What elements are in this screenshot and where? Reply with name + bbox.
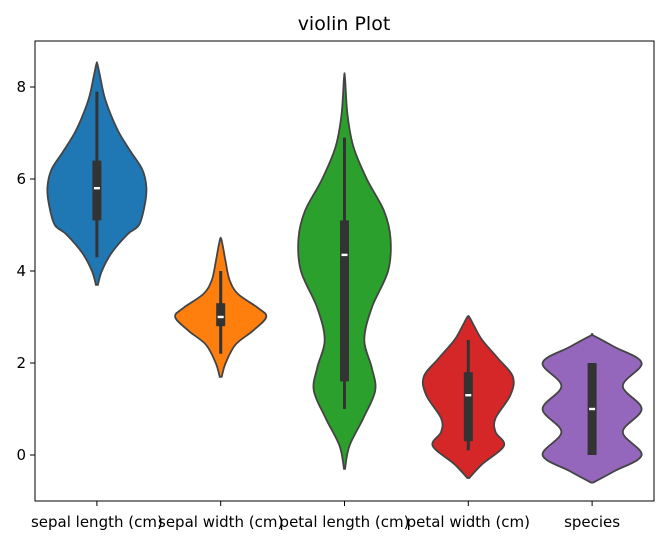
violin-group [174, 236, 268, 378]
violin-iqr-box [216, 303, 226, 327]
violin-median [93, 187, 100, 190]
violin-group [297, 72, 392, 470]
violin-median [341, 253, 348, 257]
violin-median [465, 394, 472, 397]
violin-iqr-box [92, 160, 102, 221]
x-tick-label: species [564, 513, 620, 531]
x-axis: sepal length (cm)sepal width (cm)petal l… [31, 501, 620, 531]
violin-median [589, 407, 596, 411]
violin-group [46, 61, 148, 286]
x-tick-label: sepal width (cm) [158, 513, 283, 531]
y-tick-label: 6 [16, 170, 26, 188]
violin-iqr-box [340, 220, 349, 382]
violin-group [541, 333, 643, 484]
violin-median [217, 315, 224, 319]
x-tick-label: petal length (cm) [280, 513, 410, 531]
y-tick-label: 0 [16, 446, 26, 464]
violin-group [421, 314, 515, 479]
y-tick-label: 8 [16, 78, 26, 96]
x-tick-label: petal width (cm) [407, 513, 530, 531]
y-tick-label: 2 [16, 354, 26, 372]
violins-layer [46, 61, 643, 484]
chart-title: violin Plot [298, 13, 391, 35]
y-tick-label: 4 [16, 262, 26, 280]
y-axis: 0 2 4 6 8 [16, 78, 35, 464]
x-tick-label: sepal length (cm) [31, 513, 163, 531]
violin-iqr-box [463, 372, 473, 442]
